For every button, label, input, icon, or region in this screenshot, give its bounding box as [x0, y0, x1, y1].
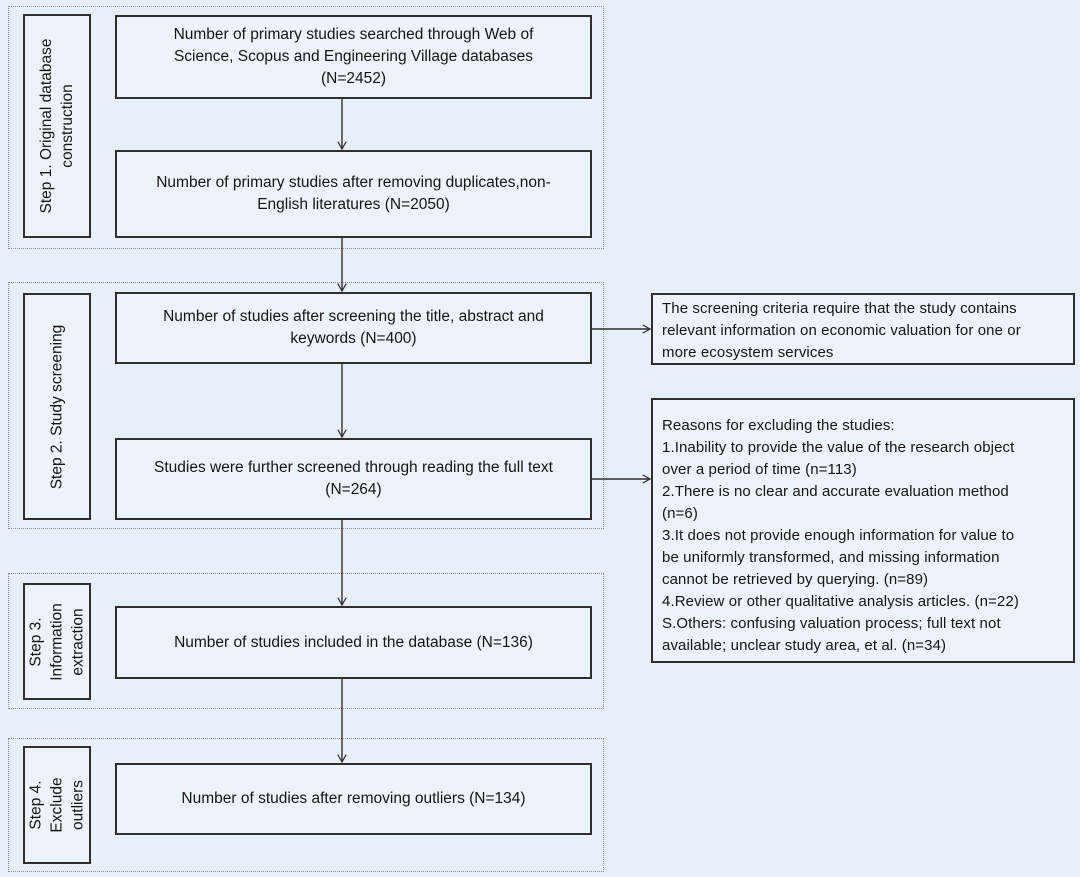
flow-box-after-duplicates-removed: Number of primary studies after removing…	[115, 150, 592, 238]
step1-group-frame	[8, 6, 604, 249]
step2-label: Step 2. Study screening	[48, 324, 66, 489]
note-screening-criteria: The screening criteria require that the …	[651, 293, 1075, 365]
flow-box-title-abstract-screening: Number of studies after screening the ti…	[115, 292, 592, 364]
step3-label-box: Step 3. Information extraction	[23, 583, 91, 700]
flow-box-searched-studies: Number of primary studies searched throu…	[115, 15, 592, 99]
flow-box-included-in-database: Number of studies included in the databa…	[115, 606, 592, 679]
step4-group-frame	[8, 738, 604, 872]
step3-group-frame	[8, 573, 604, 709]
step1-label-box: Step 1. Original database construction	[23, 14, 91, 238]
step2-group-frame	[8, 282, 604, 529]
step2-label-box: Step 2. Study screening	[23, 293, 91, 520]
note-exclusion-reasons: Reasons for excluding the studies: 1.Ina…	[651, 398, 1075, 663]
step4-label: Step 4. Exclude outliers	[27, 777, 87, 833]
step1-label: Step 1. Original database construction	[38, 38, 76, 214]
flow-box-after-removing-outliers: Number of studies after removing outlier…	[115, 763, 592, 835]
step4-label-box: Step 4. Exclude outliers	[23, 746, 91, 864]
flow-box-full-text-screening: Studies were further screened through re…	[115, 438, 592, 520]
step3-label: Step 3. Information extraction	[27, 602, 87, 681]
